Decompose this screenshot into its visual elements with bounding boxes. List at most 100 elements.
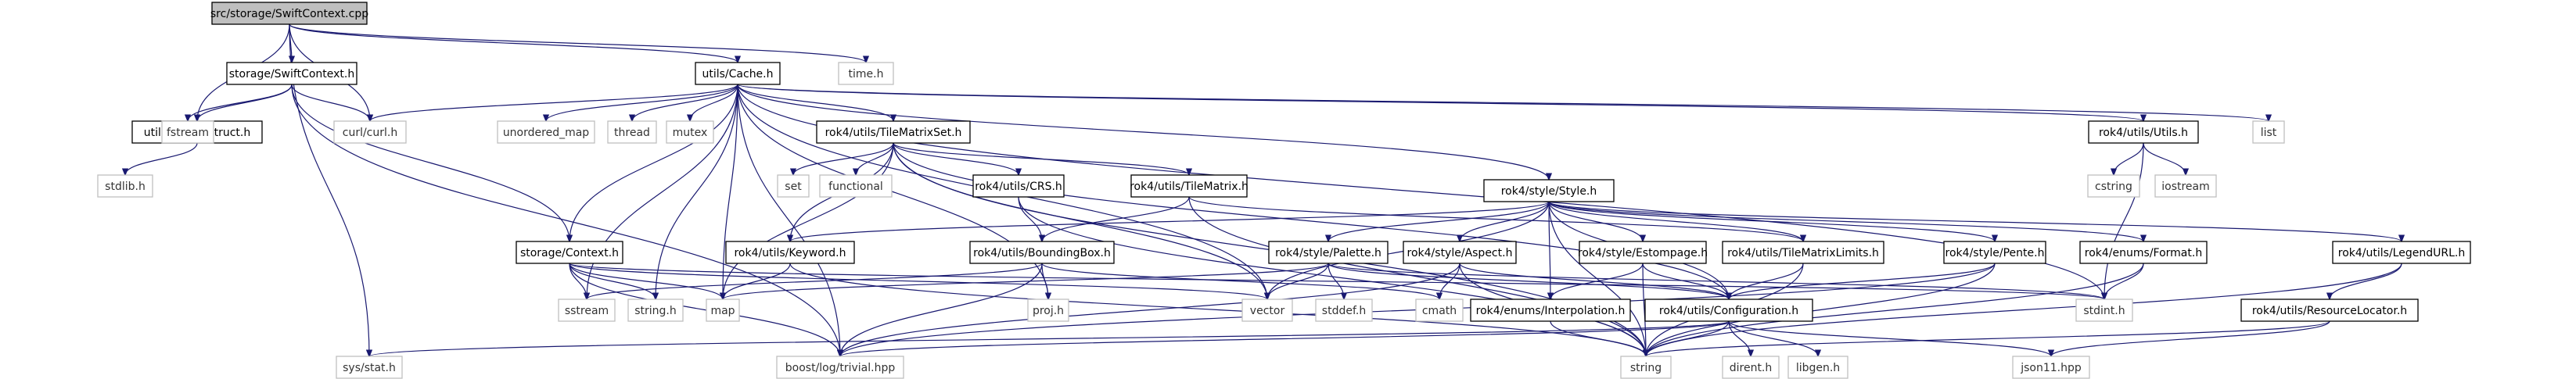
edge-tm-to-tmlimits bbox=[1188, 196, 1803, 241]
edge-swiftctx-to-curl bbox=[291, 84, 370, 121]
node-label-libgen: libgen.h bbox=[1796, 362, 1840, 374]
node-box-estompage bbox=[1579, 241, 1707, 264]
node-keyword[interactable]: rok4/utils/Keyword.h bbox=[725, 241, 855, 264]
node-mutex: mutex bbox=[666, 120, 714, 144]
node-label-dirent: dirent.h bbox=[1730, 362, 1773, 374]
node-config[interactable]: rok4/utils/Configuration.h bbox=[1644, 299, 1813, 322]
edge-style-to-palette bbox=[1328, 201, 1550, 241]
node-box-curl bbox=[333, 120, 407, 144]
node-context[interactable]: storage/Context.h bbox=[516, 241, 623, 264]
node-box-thread bbox=[607, 120, 657, 144]
edge-cache-to-list bbox=[737, 84, 2269, 121]
node-label-cache: utils/Cache.h bbox=[702, 68, 773, 80]
node-utils[interactable]: rok4/utils/Utils.h bbox=[2088, 120, 2199, 144]
node-box-stddef bbox=[1315, 299, 1373, 322]
edge-crs-to-bbox bbox=[1018, 196, 1042, 241]
edge-cache-to-thread bbox=[632, 84, 738, 121]
node-box-style bbox=[1483, 179, 1615, 202]
node-sysstat: sys/stat.h bbox=[336, 356, 403, 379]
node-box-pente bbox=[1943, 241, 2046, 264]
node-label-tm: rok4/utils/TileMatrix.h bbox=[1130, 181, 1248, 193]
edge-cache-to-context bbox=[569, 84, 738, 241]
edge-cache-to-stdint bbox=[737, 84, 2104, 299]
node-label-style: rok4/style/Style.h bbox=[1501, 185, 1597, 198]
node-label-aspect: rok4/style/Aspect.h bbox=[1407, 247, 1513, 259]
node-label-swiftctx: storage/SwiftContext.h bbox=[229, 68, 354, 80]
node-sstream: sstream bbox=[558, 299, 616, 322]
node-box-libgen bbox=[1787, 356, 1848, 379]
node-label-bbox: rok4/utils/BoundingBox.h bbox=[973, 247, 1111, 259]
node-box-json11 bbox=[2012, 356, 2090, 379]
node-interp[interactable]: rok4/enums/Interpolation.h bbox=[1470, 299, 1631, 322]
node-style[interactable]: rok4/style/Style.h bbox=[1483, 179, 1615, 202]
node-box-boostlog bbox=[776, 356, 904, 379]
node-label-crs: rok4/utils/CRS.h bbox=[975, 181, 1062, 193]
node-label-curl: curl/curl.h bbox=[343, 127, 397, 139]
node-label-stdlib: stdlib.h bbox=[105, 181, 146, 193]
node-pente[interactable]: rok4/style/Pente.h bbox=[1943, 241, 2046, 264]
node-box-format bbox=[2079, 241, 2208, 264]
node-label-boostlog: boost/log/trivial.hpp bbox=[785, 362, 896, 374]
node-label-proj: proj.h bbox=[1033, 305, 1064, 317]
node-box-keyword bbox=[725, 241, 855, 264]
node-swiftctx[interactable]: storage/SwiftContext.h bbox=[226, 62, 357, 85]
node-boostlog: boost/log/trivial.hpp bbox=[776, 356, 904, 379]
edge-root-to-time bbox=[289, 23, 866, 63]
edge-legendurl-to-resloc bbox=[2330, 263, 2402, 299]
edge-style-to-keyword bbox=[790, 201, 1550, 241]
node-stddef: stddef.h bbox=[1315, 299, 1373, 322]
edge-aspect-to-cmath bbox=[1439, 263, 1460, 299]
node-box-context bbox=[516, 241, 623, 264]
node-tm[interactable]: rok4/utils/TileMatrix.h bbox=[1130, 174, 1248, 198]
node-set: set bbox=[777, 174, 810, 198]
node-legendurl[interactable]: rok4/utils/LegendURL.h bbox=[2332, 241, 2471, 264]
edge-style-to-estompage bbox=[1548, 201, 1643, 241]
node-crs[interactable]: rok4/utils/CRS.h bbox=[972, 174, 1065, 198]
node-label-stdint: stdint.h bbox=[2083, 305, 2125, 317]
edge-cache-to-utils bbox=[737, 84, 2143, 121]
node-functional: functional bbox=[819, 174, 893, 198]
edge-interp-to-string bbox=[1550, 320, 1646, 356]
edge-cache-to-unordered_map bbox=[546, 84, 738, 121]
edge-style-to-format bbox=[1548, 201, 2143, 241]
node-tmlimits[interactable]: rok4/utils/TileMatrixLimits.h bbox=[1722, 241, 1884, 264]
node-label-thread: thread bbox=[614, 127, 650, 139]
edge-config-to-libgen bbox=[1728, 320, 1818, 356]
node-vector: vector bbox=[1241, 299, 1293, 322]
edge-resloc-to-json11 bbox=[2051, 320, 2330, 357]
node-box-stdlib bbox=[97, 174, 153, 198]
edge-cache-to-sstream bbox=[587, 84, 738, 299]
node-root[interactable]: src/storage/SwiftContext.cpp bbox=[210, 2, 368, 25]
node-label-cstring: cstring bbox=[2095, 181, 2132, 193]
node-box-fstream bbox=[161, 120, 214, 144]
node-aspect[interactable]: rok4/style/Aspect.h bbox=[1403, 241, 1517, 264]
node-label-cmath: cmath bbox=[1422, 305, 1457, 317]
node-label-stddef: stddef.h bbox=[1322, 305, 1366, 317]
edge-utils-to-cstring bbox=[2114, 142, 2144, 175]
node-tms[interactable]: rok4/utils/TileMatrixSet.h bbox=[816, 120, 971, 144]
edge-bbox-to-cmath bbox=[1041, 263, 1439, 299]
node-box-cmath bbox=[1415, 299, 1464, 322]
node-resloc[interactable]: rok4/utils/ResourceLocator.h bbox=[2240, 299, 2419, 322]
edge-palette-to-stdint bbox=[1328, 263, 2104, 299]
node-box-dirent bbox=[1722, 356, 1780, 379]
node-box-functional bbox=[819, 174, 893, 198]
node-format[interactable]: rok4/enums/Format.h bbox=[2079, 241, 2208, 264]
node-label-pente: rok4/style/Pente.h bbox=[1945, 247, 2045, 259]
edge-tms-to-tm bbox=[893, 142, 1189, 176]
node-bbox[interactable]: rok4/utils/BoundingBox.h bbox=[969, 241, 1115, 264]
edge-tms-to-vector bbox=[893, 142, 1267, 299]
node-label-resloc: rok4/utils/ResourceLocator.h bbox=[2252, 305, 2407, 317]
node-label-vector: vector bbox=[1250, 305, 1285, 317]
node-stringh: string.h bbox=[627, 299, 684, 322]
node-stdlib: stdlib.h bbox=[97, 174, 153, 198]
edge-config-to-json11 bbox=[1728, 320, 2051, 357]
node-box-map bbox=[706, 299, 740, 322]
node-palette[interactable]: rok4/style/Palette.h bbox=[1268, 241, 1389, 264]
node-label-map: map bbox=[710, 305, 735, 317]
node-label-tms: rok4/utils/TileMatrixSet.h bbox=[825, 127, 962, 139]
node-cache[interactable]: utils/Cache.h bbox=[695, 62, 781, 85]
node-estompage[interactable]: rok4/style/Estompage.h bbox=[1578, 241, 1708, 264]
edge-tms-to-config bbox=[893, 142, 1729, 299]
node-box-list bbox=[2252, 120, 2285, 144]
